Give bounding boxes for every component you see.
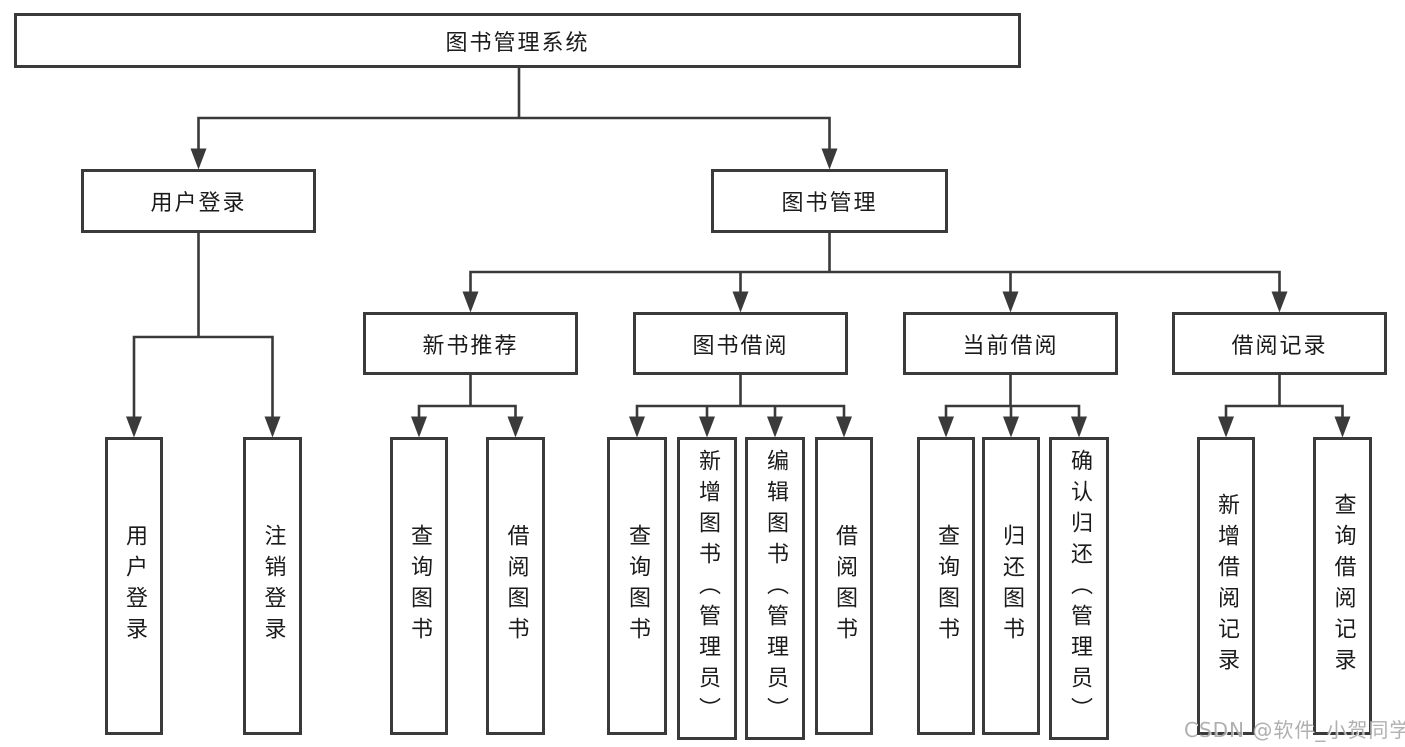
node-user-login: 用户登录 bbox=[81, 169, 316, 233]
leaf-logout-label: 注销登录 bbox=[260, 524, 286, 648]
leaf-current-confirm-admin: 确认归还（管理员） bbox=[1049, 437, 1109, 740]
node-user-login-label: 用户登录 bbox=[150, 191, 247, 216]
node-current-borrow-label: 当前借阅 bbox=[962, 333, 1059, 359]
leaf-records-add-label: 新增借阅记录 bbox=[1214, 493, 1239, 679]
leaf-borrow-add-admin-label: 新增图书（管理员） bbox=[695, 449, 720, 728]
node-book-borrow: 图书借阅 bbox=[633, 312, 848, 375]
watermark: CSDN @软件_小贺同学 bbox=[1184, 718, 1405, 742]
leaf-newbooks-borrow-label: 借阅图书 bbox=[503, 524, 529, 648]
leaf-newbooks-query: 查询图书 bbox=[390, 437, 448, 735]
leaf-borrow-borrow-label: 借阅图书 bbox=[832, 524, 857, 648]
leaf-borrow-borrow: 借阅图书 bbox=[815, 437, 873, 735]
node-borrow-records-label: 借阅记录 bbox=[1231, 333, 1328, 359]
leaf-newbooks-query-label: 查询图书 bbox=[407, 524, 432, 648]
leaf-records-add: 新增借阅记录 bbox=[1197, 437, 1255, 735]
node-new-book-recommend-label: 新书推荐 bbox=[422, 333, 519, 359]
node-borrow-records: 借阅记录 bbox=[1172, 312, 1387, 375]
leaf-user-login: 用户登录 bbox=[105, 437, 163, 735]
leaf-current-query-label: 查询图书 bbox=[934, 524, 959, 648]
leaf-current-confirm-admin-label: 确认归还（管理员） bbox=[1067, 449, 1092, 728]
node-book-management-label: 图书管理 bbox=[781, 191, 878, 216]
node-book-borrow-label: 图书借阅 bbox=[692, 333, 789, 359]
leaf-borrow-edit-admin: 编辑图书（管理员） bbox=[745, 437, 805, 740]
leaf-records-query: 查询借阅记录 bbox=[1313, 437, 1372, 735]
leaf-borrow-edit-admin-label: 编辑图书（管理员） bbox=[763, 449, 788, 728]
node-new-book-recommend: 新书推荐 bbox=[363, 312, 578, 375]
leaf-records-query-label: 查询借阅记录 bbox=[1330, 493, 1356, 679]
leaf-current-query: 查询图书 bbox=[917, 437, 975, 735]
leaf-current-return: 归还图书 bbox=[982, 437, 1040, 735]
leaf-borrow-add-admin: 新增图书（管理员） bbox=[677, 437, 737, 740]
node-current-borrow: 当前借阅 bbox=[903, 312, 1118, 375]
leaf-logout: 注销登录 bbox=[243, 437, 302, 735]
leaf-current-return-label: 归还图书 bbox=[999, 524, 1024, 648]
leaf-borrow-query: 查询图书 bbox=[607, 437, 667, 735]
node-root: 图书管理系统 bbox=[14, 13, 1021, 68]
leaf-borrow-query-label: 查询图书 bbox=[625, 524, 650, 648]
leaf-user-login-label: 用户登录 bbox=[122, 524, 147, 648]
node-book-management: 图书管理 bbox=[711, 169, 948, 233]
leaf-newbooks-borrow: 借阅图书 bbox=[486, 437, 545, 735]
node-root-label: 图书管理系统 bbox=[445, 30, 590, 56]
